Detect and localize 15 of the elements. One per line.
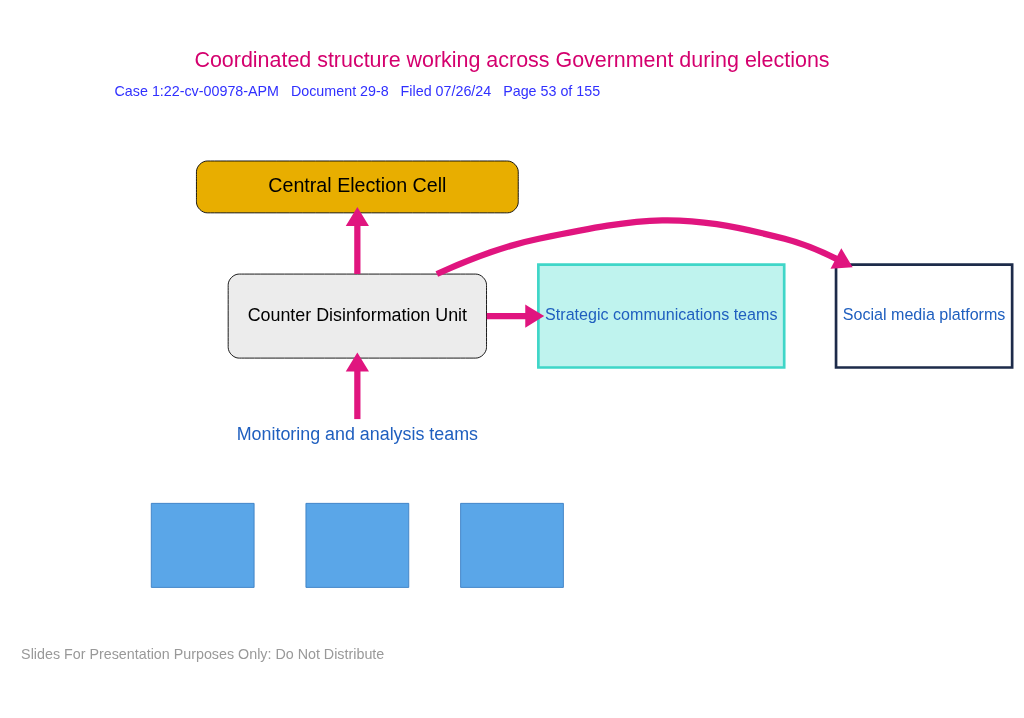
node-box: [150, 502, 255, 588]
arrow: [345, 207, 369, 275]
label: Case 1:22-cv-00978-APM Document 29-8 Filed 07/26/24 Page 53 of 155: [114, 83, 601, 100]
arrow: [345, 352, 369, 420]
node-box: Counter Disinformation Unit: [227, 273, 487, 359]
diagram-title: Coordinated structure working across Government during elections: [194, 48, 830, 73]
arrow: [486, 304, 545, 328]
node-box: Social media platforms: [834, 263, 1014, 369]
node-box: Strategic communications teams: [537, 263, 786, 369]
node-box: [305, 502, 410, 588]
label: Slides For Presentation Purposes Only: Do Not Distribute: [21, 645, 385, 662]
arrow: [435, 217, 853, 277]
node-box: Central Election Cell: [196, 160, 519, 214]
node-text: Monitoring and analysis teams: [236, 423, 478, 444]
node-box: [460, 502, 564, 588]
